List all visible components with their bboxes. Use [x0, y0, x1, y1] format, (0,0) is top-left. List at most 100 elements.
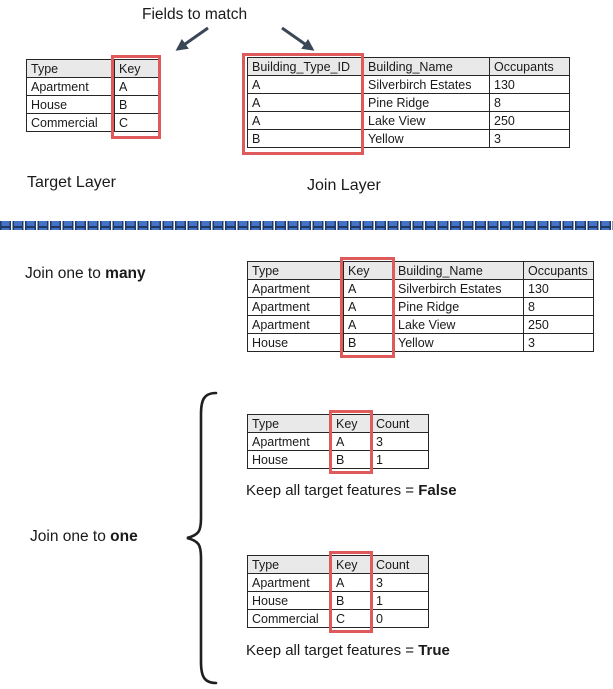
table-cell: B — [331, 591, 372, 610]
table-cell: House — [247, 450, 332, 469]
table-cell: B — [114, 95, 159, 114]
table-cell: A — [247, 111, 364, 130]
column-header: Count — [371, 555, 429, 574]
target-layer-label: Target Layer — [27, 174, 116, 191]
column-header: Type — [26, 59, 115, 78]
fields-to-match-title: Fields to match — [142, 6, 248, 23]
column-header: Type — [247, 261, 344, 280]
join-layer-label: Join Layer — [307, 177, 381, 194]
table-cell: Apartment — [26, 77, 115, 96]
table-cell: 130 — [489, 75, 570, 94]
column-header: Key — [331, 414, 372, 433]
table-cell: Yellow — [363, 129, 490, 148]
table-cell: Commercial — [247, 609, 332, 628]
join-one-to-many-label-prefix: Join one to — [25, 265, 106, 282]
arrow-to-target-key-icon — [175, 26, 209, 51]
arrow-to-join-key-icon — [281, 26, 315, 51]
table-cell: 8 — [489, 93, 570, 112]
table-cell: B — [247, 129, 364, 148]
table-cell: Lake View — [393, 315, 524, 334]
section-divider — [0, 221, 613, 230]
table-cell: Apartment — [247, 315, 344, 334]
table-cell: 3 — [371, 432, 429, 451]
table-cell: A — [343, 279, 394, 298]
table-cell: Apartment — [247, 432, 332, 451]
column-header: Key — [114, 59, 159, 78]
curly-brace-icon — [186, 391, 218, 685]
table-cell: A — [247, 93, 364, 112]
table-cell: 3 — [371, 573, 429, 592]
table-cell: Apartment — [247, 279, 344, 298]
table-cell: Apartment — [247, 573, 332, 592]
column-header: Building_Type_ID — [247, 57, 364, 76]
table-cell: 3 — [523, 333, 594, 352]
table-cell: Silverbirch Estates — [363, 75, 490, 94]
table-cell: Apartment — [247, 297, 344, 316]
table-cell: A — [247, 75, 364, 94]
column-header: Type — [247, 555, 332, 574]
keep-all-true-caption: Keep all target features = True — [246, 642, 450, 659]
table-cell: C — [114, 113, 159, 132]
keep-all-false-value: False — [418, 482, 457, 499]
table-cell: 130 — [523, 279, 594, 298]
table-cell: Lake View — [363, 111, 490, 130]
table-cell: A — [331, 573, 372, 592]
table-cell: Commercial — [26, 113, 115, 132]
table-cell: A — [114, 77, 159, 96]
table-cell: A — [331, 432, 372, 451]
keep-all-false-caption: Keep all target features = False — [246, 482, 457, 499]
column-header: Key — [343, 261, 394, 280]
join-one-to-one-label-prefix: Join one to — [30, 528, 111, 545]
table-cell: B — [331, 450, 372, 469]
table-cell: Yellow — [393, 333, 524, 352]
join-one-to-many-label-bold: many — [105, 265, 146, 282]
keep-all-true-prefix: Keep all target features = — [246, 642, 419, 659]
column-header: Key — [331, 555, 372, 574]
table-cell: House — [247, 333, 344, 352]
table-cell: House — [26, 95, 115, 114]
join-one-to-one-label-bold: one — [110, 528, 138, 545]
table-cell: 250 — [523, 315, 594, 334]
table-cell: House — [247, 591, 332, 610]
table-cell: 1 — [371, 450, 429, 469]
table-cell: C — [331, 609, 372, 628]
column-header: Occupants — [489, 57, 570, 76]
column-header: Building_Name — [363, 57, 490, 76]
table-cell: 8 — [523, 297, 594, 316]
table-cell: 1 — [371, 591, 429, 610]
table-cell: 0 — [371, 609, 429, 628]
table-cell: 3 — [489, 129, 570, 148]
keep-all-true-value: True — [418, 642, 450, 659]
keep-all-false-prefix: Keep all target features = — [246, 482, 419, 499]
table-cell: Pine Ridge — [393, 297, 524, 316]
column-header: Count — [371, 414, 429, 433]
table-cell: A — [343, 297, 394, 316]
join-one-to-many-label: Join one to many — [25, 265, 146, 283]
column-header: Building_Name — [393, 261, 524, 280]
join-one-to-one-label: Join one to one — [30, 528, 138, 546]
fields-to-match-arrows — [175, 26, 315, 51]
table-cell: 250 — [489, 111, 570, 130]
